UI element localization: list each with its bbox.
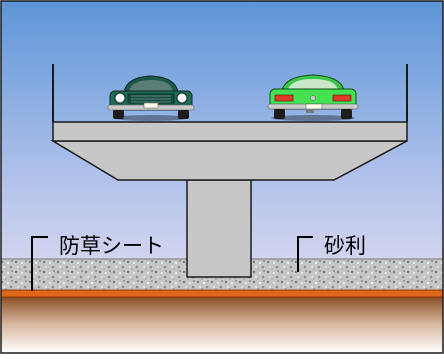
pier-column <box>186 179 252 278</box>
car-rear-view-icon <box>267 74 359 121</box>
weed-sheet-leader-line <box>31 236 48 291</box>
weed-sheet-label: 防草シート <box>59 234 164 258</box>
soil-layer <box>1 296 443 353</box>
deck-slab <box>52 121 408 142</box>
gravel-label: 砂利 <box>324 234 366 258</box>
car-front-view-icon <box>107 75 195 121</box>
weed-sheet-layer <box>0 289 444 298</box>
gravel-leader-line <box>297 236 313 272</box>
